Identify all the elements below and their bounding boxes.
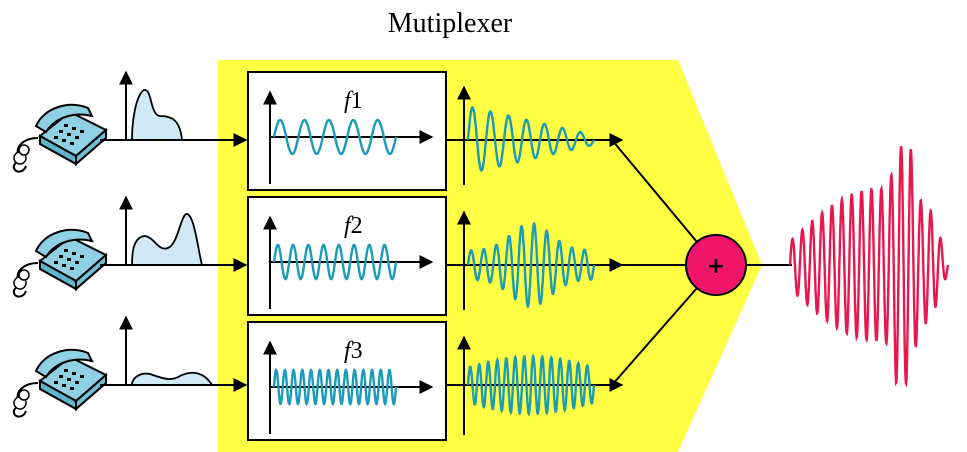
telephone-icon <box>12 348 108 418</box>
telephone-icon <box>12 103 108 173</box>
carrier-wave <box>272 243 398 281</box>
channel-2: f2 <box>12 195 624 316</box>
carrier-index: 1 <box>351 88 363 114</box>
modulated-wave <box>466 353 596 417</box>
diagram-title: Mutiplexer <box>387 8 513 39</box>
modulated-wave <box>466 221 596 309</box>
carrier-label: f1 <box>344 88 363 114</box>
adder-circle <box>685 234 747 296</box>
carrier-label: f2 <box>344 213 363 239</box>
modulated-wave <box>466 105 596 172</box>
carrier-box <box>247 71 447 191</box>
adder-feed-top <box>611 139 698 243</box>
baseband-spectrum <box>131 371 214 386</box>
channel-3: f3 <box>12 315 624 441</box>
carrier-label: f3 <box>344 338 363 364</box>
composite-output-signal <box>788 146 950 388</box>
baseband-spectrum <box>131 213 204 266</box>
channel-1: f1 <box>12 70 624 191</box>
carrier-wave <box>272 368 398 406</box>
carrier-index: 2 <box>351 213 363 239</box>
adder: + <box>685 234 747 296</box>
adder-feed-bottom <box>611 287 698 386</box>
carrier-index: 3 <box>351 338 363 364</box>
telephone-icon <box>12 228 108 298</box>
carrier-wave <box>272 118 398 156</box>
adder-symbol: + <box>707 254 725 279</box>
baseband-spectrum <box>131 89 183 141</box>
